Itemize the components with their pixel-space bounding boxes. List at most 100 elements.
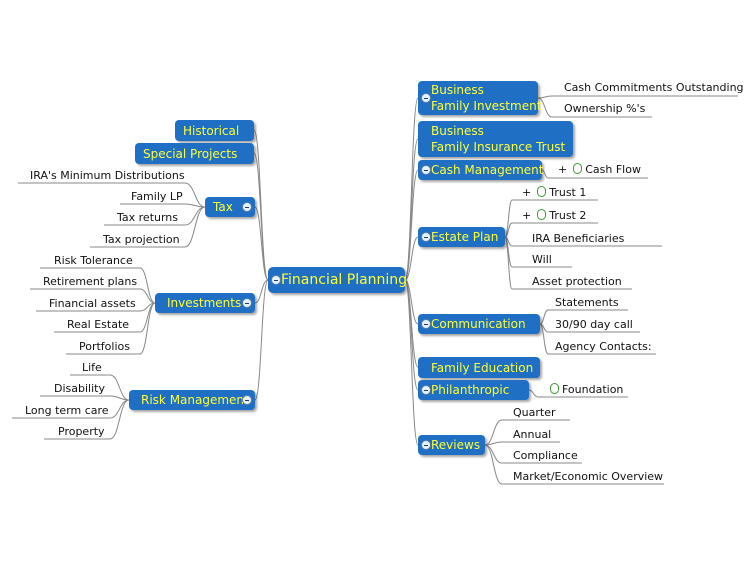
subtopic-compliance[interactable]: Compliance	[513, 449, 578, 462]
topic-cash-management[interactable]: Cash Management	[418, 160, 543, 180]
topic-communication[interactable]: Communication	[418, 314, 540, 334]
subtopic-annual[interactable]: Annual	[513, 428, 552, 441]
topic-reviews-label: Reviews	[431, 438, 481, 452]
attachment-icon[interactable]	[573, 163, 583, 174]
collapse-toggle[interactable]	[421, 319, 431, 329]
topic-special-projects-label: Special Projects	[143, 146, 238, 161]
topic-philanthropic-label: Philanthropic	[431, 383, 510, 397]
cash-flow-label: Cash Flow	[585, 163, 641, 176]
connector-line	[537, 97, 553, 118]
connector-line	[253, 129, 269, 281]
plus-marker[interactable]: +	[522, 186, 532, 199]
connector-line	[109, 399, 130, 419]
subtopic-tax-projection[interactable]: Tax projection	[103, 233, 180, 246]
connector-line	[253, 152, 269, 281]
collapse-toggle[interactable]	[421, 440, 431, 450]
central-topic[interactable]: Financial Planning	[268, 267, 408, 293]
topic-historical-label: Historical	[183, 123, 240, 138]
subtopic-ownership-percentages[interactable]: Ownership %'s	[564, 102, 646, 115]
foundation-label: Foundation	[562, 383, 624, 396]
topic-family-education[interactable]: Family Education	[418, 357, 540, 378]
connector-line	[484, 444, 503, 485]
topic-family-education-label: Family Education	[431, 360, 534, 375]
collapse-toggle[interactable]	[421, 232, 431, 242]
connector-line	[109, 374, 130, 401]
topic-historical[interactable]: Historical	[175, 120, 254, 141]
subtopic-ira-minimum-distributions[interactable]: IRA's Minimum Distributions	[30, 169, 185, 182]
subtopic-ira-beneficiaries[interactable]: IRA Beneficiaries	[532, 232, 625, 245]
topic-business-family-insurance-trust[interactable]: Business Family Insurance Trust	[418, 121, 573, 157]
subtopic-quarter[interactable]: Quarter	[513, 406, 556, 419]
topic-communication-label: Communication	[431, 317, 526, 331]
collapse-toggle[interactable]	[421, 93, 431, 103]
connector-line	[184, 182, 206, 208]
subtopic-30-90-day-call[interactable]: 30/90 day call	[555, 318, 633, 331]
topic-risk-management-label: Risk Management	[141, 393, 249, 407]
subtopic-cash-commitments-outstanding[interactable]: Cash Commitments Outstanding	[564, 81, 744, 94]
topic-estate-plan[interactable]: Estate Plan	[418, 227, 505, 247]
plus-marker[interactable]: +	[522, 209, 532, 222]
subtopic-foundation[interactable]: Foundation	[550, 383, 623, 396]
subtopic-trust-2[interactable]: + Trust 2	[522, 209, 586, 222]
topic-reviews[interactable]: Reviews	[418, 435, 485, 455]
central-topic-label: Financial Planning	[281, 272, 408, 288]
subtopic-property[interactable]: Property	[58, 425, 105, 438]
topic-risk-management[interactable]: Risk Management	[129, 390, 255, 410]
connector-line	[404, 169, 419, 281]
trust-1-label: Trust 1	[549, 186, 587, 199]
connector-line	[254, 279, 269, 304]
subtopic-portfolios[interactable]: Portfolios	[79, 340, 130, 353]
subtopic-asset-protection[interactable]: Asset protection	[532, 275, 622, 288]
collapse-toggle[interactable]	[242, 202, 252, 212]
connector-line	[404, 236, 419, 281]
connector-line	[109, 399, 130, 440]
connector-line	[139, 302, 156, 355]
connector-line	[528, 389, 539, 398]
topic-business-family-investment[interactable]: Business Family Investment	[418, 81, 542, 115]
subtopic-market-economic-overview[interactable]: Market/Economic Overview	[513, 470, 664, 483]
subtopic-will[interactable]: Will	[532, 253, 552, 266]
connector-line	[254, 279, 269, 401]
connector-line	[184, 206, 206, 226]
attachment-icon[interactable]	[537, 186, 547, 197]
subtopic-tax-returns[interactable]: Tax returns	[117, 211, 179, 224]
subtopic-statements[interactable]: Statements	[555, 296, 619, 309]
trust-2-label: Trust 2	[549, 209, 587, 222]
subtopic-real-estate[interactable]: Real Estate	[67, 318, 130, 331]
collapse-toggle[interactable]	[242, 395, 252, 405]
attachment-icon[interactable]	[537, 209, 547, 220]
subtopic-retirement-plans[interactable]: Retirement plans	[43, 275, 138, 288]
attachment-icon[interactable]	[550, 383, 559, 394]
connector-line	[504, 222, 513, 238]
collapse-toggle[interactable]	[271, 275, 281, 285]
connector-line	[404, 279, 419, 446]
connector-line	[404, 97, 419, 281]
topic-family-investment-label: Family Investment	[431, 99, 542, 113]
topic-philanthropic[interactable]: Philanthropic	[418, 380, 529, 400]
connector-line	[139, 267, 156, 304]
plus-marker[interactable]: +	[558, 163, 568, 176]
collapse-toggle[interactable]	[421, 165, 431, 175]
topic-estate-plan-label: Estate Plan	[431, 230, 499, 244]
connector-line	[254, 206, 269, 281]
connector-line	[139, 288, 156, 304]
topic-family-insurance-trust-label: Family Insurance Trust	[431, 140, 566, 154]
connector-line	[539, 309, 549, 325]
connector-line	[184, 206, 206, 248]
subtopic-risk-tolerance[interactable]: Risk Tolerance	[54, 254, 133, 267]
subtopic-family-lp[interactable]: Family LP	[131, 190, 183, 203]
subtopic-financial-assets[interactable]: Financial assets	[49, 297, 136, 310]
collapse-toggle[interactable]	[421, 385, 431, 395]
collapse-toggle[interactable]	[242, 298, 252, 308]
subtopic-long-term-care[interactable]: Long term care	[25, 404, 109, 417]
subtopic-trust-1[interactable]: + Trust 1	[522, 186, 586, 199]
topic-business-label: Business	[431, 124, 484, 138]
topic-tax[interactable]: Tax	[205, 197, 255, 217]
topic-special-projects[interactable]: Special Projects	[135, 143, 254, 164]
subtopic-life[interactable]: Life	[82, 361, 102, 374]
subtopic-cash-flow[interactable]: + Cash Flow	[558, 163, 641, 176]
topic-investments[interactable]: Investments	[155, 293, 255, 313]
subtopic-agency-contacts[interactable]: Agency Contacts:	[555, 340, 652, 353]
subtopic-disability[interactable]: Disability	[54, 382, 105, 395]
